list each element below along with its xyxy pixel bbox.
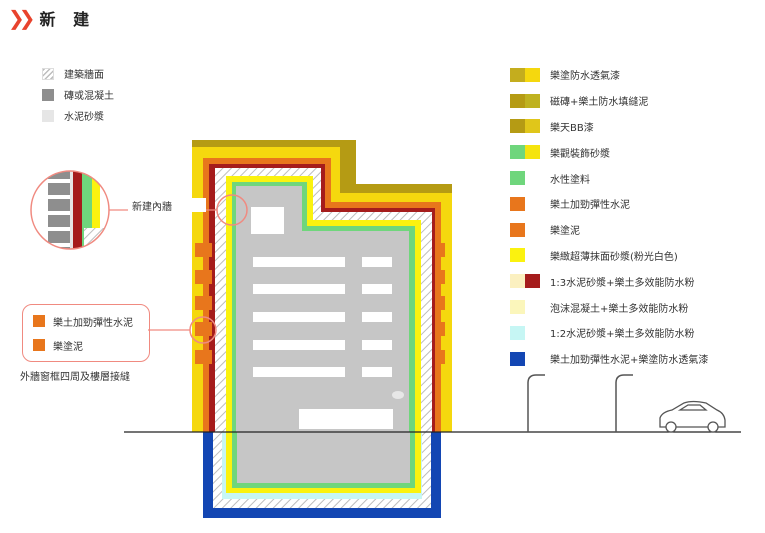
window-frame-caption: 外牆窗框四周及樓層接縫 — [20, 372, 130, 383]
window-seal-block — [195, 270, 203, 284]
color-swatch-icon — [510, 222, 525, 237]
product-legend-item: 1:2水泥砂漿+樂土多效能防水粉 — [510, 320, 708, 346]
product-legend-item: 泡沫混凝土+樂土多效能防水粉 — [510, 294, 708, 320]
material-legend-item: 磚或混凝土 — [42, 84, 114, 105]
product-legend-label: 樂塗防水透氣漆 — [550, 71, 620, 83]
color-swatch-icon — [510, 274, 540, 289]
street-lamp-icon — [527, 374, 633, 432]
product-legend: 樂塗防水透氣漆磁磚+樂土防水填縫泥樂天BB漆樂觀裝飾砂漿水性塗料樂土加勁彈性水泥… — [510, 62, 708, 372]
product-legend-label: 樂塗泥 — [550, 226, 580, 238]
material-legend-label: 建築牆面 — [64, 70, 104, 81]
interior-bar — [362, 367, 392, 377]
color-swatch-icon — [510, 67, 540, 82]
inner-wall-label: 新建內牆 — [132, 202, 172, 213]
shrub-icon — [392, 391, 404, 399]
detail-item: 樂塗泥 — [23, 333, 149, 357]
color-swatch-icon — [510, 248, 525, 263]
material-legend: 建築牆面 磚或混凝土 水泥砂漿 — [42, 63, 114, 126]
material-legend-label: 水泥砂漿 — [64, 112, 104, 123]
window-seal-block — [437, 296, 445, 310]
product-legend-label: 樂土加勁彈性水泥+樂塗防水透氣漆 — [550, 355, 709, 367]
product-legend-label: 泡沫混凝土+樂土多效能防水粉 — [550, 303, 689, 315]
interior-bar — [362, 257, 392, 267]
brick-swatch-icon — [42, 88, 54, 101]
product-legend-label: 樂緻超薄抹面砂漿(粉光白色) — [550, 251, 678, 263]
color-swatch-icon — [510, 171, 525, 186]
product-legend-item: 樂塗防水透氣漆 — [510, 62, 708, 88]
interior-bar — [253, 312, 345, 322]
product-legend-item: 樂緻超薄抹面砂漿(粉光白色) — [510, 243, 708, 269]
window-seal-block — [204, 322, 212, 336]
hatch-swatch-icon — [42, 67, 54, 80]
product-legend-item: 樂觀裝飾砂漿 — [510, 139, 708, 165]
product-legend-item: 1:3水泥砂漿+樂土多效能防水粉 — [510, 268, 708, 294]
color-swatch-icon — [510, 351, 525, 366]
orange-swatch-icon — [33, 339, 45, 351]
detail-item-label: 樂塗泥 — [53, 341, 83, 353]
window-seal-block — [437, 243, 445, 257]
product-legend-item: 樂土加勁彈性水泥+樂塗防水透氣漆 — [510, 346, 708, 372]
product-legend-item: 磁磚+樂土防水填縫泥 — [510, 88, 708, 114]
window-seal-block — [437, 350, 445, 364]
color-swatch-icon — [510, 93, 540, 108]
mortar-swatch-icon — [42, 109, 54, 122]
product-legend-item: 水性塗料 — [510, 165, 708, 191]
window-seal-block — [195, 350, 203, 364]
interior-floor-bars — [253, 257, 392, 377]
page-title-text: 新 建 — [39, 10, 96, 29]
product-legend-label: 樂天BB漆 — [550, 122, 594, 134]
product-legend-label: 樂土加勁彈性水泥 — [550, 200, 630, 212]
window-seal-block — [437, 322, 445, 336]
wall-detail-zoom-border — [30, 170, 110, 250]
material-legend-item: 建築牆面 — [42, 63, 114, 84]
color-swatch-icon — [510, 196, 525, 211]
window-seal-block — [195, 322, 203, 336]
interior-bar — [253, 257, 345, 267]
color-swatch-icon — [510, 325, 525, 340]
window-seal-block — [204, 296, 212, 310]
interior-bar — [253, 340, 345, 350]
product-legend-item: 樂土加勁彈性水泥 — [510, 191, 708, 217]
interior-bar — [253, 284, 345, 294]
interior-bar — [253, 367, 345, 377]
basement-interior — [237, 432, 410, 483]
orange-swatch-icon — [33, 315, 45, 327]
detail-item: 樂土加勁彈性水泥 — [23, 309, 149, 333]
interior-bar — [362, 340, 392, 350]
window-frame-seals — [195, 243, 445, 364]
product-legend-label: 樂觀裝飾砂漿 — [550, 148, 610, 160]
product-legend-label: 磁磚+樂土防水填縫泥 — [550, 97, 649, 109]
window-seal-block — [195, 296, 203, 310]
interior-bar — [362, 284, 392, 294]
window-seal-block — [437, 270, 445, 284]
interior-window-box — [251, 207, 284, 234]
product-legend-item: 樂塗泥 — [510, 217, 708, 243]
product-legend-label: 1:2水泥砂漿+樂土多效能防水粉 — [550, 329, 695, 341]
window-seal-block — [195, 243, 203, 257]
window-frame-detail-box: 樂土加勁彈性水泥 樂塗泥 — [22, 304, 150, 362]
color-swatch-icon — [510, 145, 540, 160]
interior-bar — [362, 312, 392, 322]
car-icon — [659, 400, 726, 433]
detail-item-label: 樂土加勁彈性水泥 — [53, 317, 133, 329]
color-swatch-icon — [510, 300, 525, 315]
window-seal-block — [204, 270, 212, 284]
window-seal-block — [204, 350, 212, 364]
material-legend-label: 磚或混凝土 — [64, 91, 114, 102]
interior-door — [299, 409, 393, 429]
product-legend-label: 1:3水泥砂漿+樂土多效能防水粉 — [550, 277, 695, 289]
product-legend-label: 水性塗料 — [550, 174, 590, 186]
window-seal-block — [204, 243, 212, 257]
color-swatch-icon — [510, 119, 540, 134]
material-legend-item: 水泥砂漿 — [42, 105, 114, 126]
page-title: ❯❯ 新 建 — [8, 6, 95, 30]
product-legend-item: 樂天BB漆 — [510, 114, 708, 140]
